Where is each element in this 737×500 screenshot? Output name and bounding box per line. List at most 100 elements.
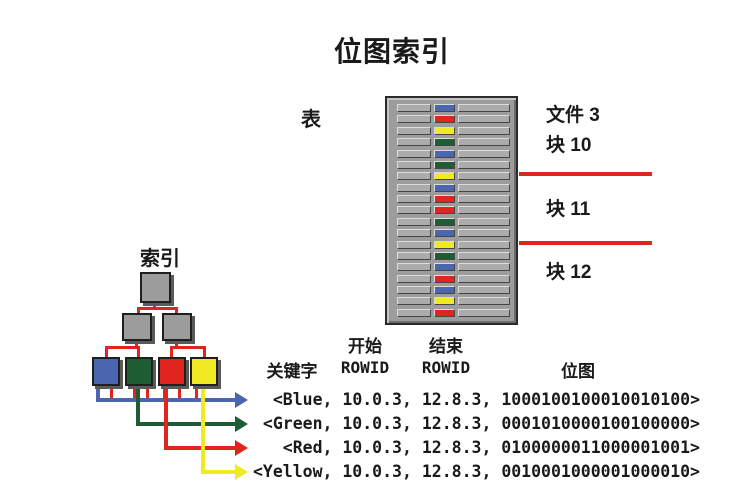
block-12-label: 块 12 (546, 262, 592, 283)
row-gray-cell (458, 126, 510, 135)
row-gray-cell (397, 115, 431, 124)
arrow-green (136, 422, 235, 426)
arrow-yellow (201, 386, 205, 474)
table-row (397, 297, 510, 306)
table-row (397, 160, 510, 169)
arrow-yellow (201, 470, 235, 474)
row-gray-cell (397, 263, 431, 272)
row-color-cell-green (433, 251, 456, 260)
row-gray-cell (458, 115, 510, 124)
start-header-rowid: ROWID (340, 358, 390, 377)
row-color-cell-blue (433, 149, 456, 158)
arrow-blue (96, 386, 100, 402)
block-11-label: 块 11 (546, 199, 591, 220)
table-row (397, 104, 510, 112)
table-row (397, 229, 510, 238)
index-entry-yellow: <Yellow, 10.0.3, 12.8.3, 001000100000100… (252, 462, 700, 481)
row-color-cell-blue (433, 104, 456, 112)
row-gray-cell (397, 240, 431, 249)
arrowhead-blue-icon (235, 392, 248, 408)
row-gray-cell (397, 160, 431, 169)
row-gray-cell (458, 251, 510, 260)
index-entry-blue: <Blue, 10.0.3, 12.8.3, 10001001000100101… (272, 390, 700, 409)
arrow-red (164, 446, 235, 450)
block-10-label: 块 10 (546, 135, 592, 156)
tree-leaf-red (158, 357, 186, 386)
row-color-cell-blue (433, 229, 456, 238)
tree-connector (137, 307, 178, 315)
end-header-rowid: ROWID (421, 358, 471, 377)
start-rowid-header: 开始 ROWID (330, 336, 400, 378)
row-color-cell-blue (433, 183, 456, 192)
table-row (397, 126, 510, 135)
tree-connector (175, 341, 178, 348)
row-color-cell-green (433, 160, 456, 169)
tree-branch-node-left (122, 313, 152, 341)
row-gray-cell (458, 229, 510, 238)
tree-connector (105, 346, 140, 358)
row-color-cell-red (433, 274, 456, 283)
block-divider-line-2 (519, 241, 652, 245)
row-gray-cell (397, 286, 431, 294)
row-gray-cell (397, 308, 431, 317)
tree-connector (170, 346, 206, 358)
arrow-red (164, 386, 168, 450)
row-gray-cell (397, 206, 431, 215)
tree-leaf-yellow (190, 357, 218, 386)
row-gray-cell (397, 217, 431, 226)
row-color-cell-yellow (433, 126, 456, 135)
row-color-cell-yellow (433, 240, 456, 249)
row-gray-cell (458, 183, 510, 192)
table-row (397, 251, 510, 260)
table-row (397, 217, 510, 226)
arrow-green (136, 386, 140, 426)
row-gray-cell (397, 126, 431, 135)
row-color-cell-red (433, 195, 456, 203)
table-row (397, 115, 510, 124)
row-gray-cell (458, 240, 510, 249)
row-gray-cell (458, 104, 510, 112)
end-header-cjk: 结束 (429, 337, 463, 356)
row-color-cell-red (433, 206, 456, 215)
arrowhead-green-icon (235, 416, 248, 432)
tree-leaf-green (125, 357, 153, 386)
table-row (397, 206, 510, 215)
row-gray-cell (458, 172, 510, 181)
row-color-cell-red (433, 308, 456, 317)
row-gray-cell (458, 297, 510, 306)
bitmap-header: 位图 (561, 362, 595, 381)
row-gray-cell (458, 274, 510, 283)
row-gray-cell (458, 160, 510, 169)
tree-root-node (140, 272, 171, 303)
row-gray-cell (397, 274, 431, 283)
table-row (397, 286, 510, 294)
end-rowid-header: 结束 ROWID (411, 336, 481, 378)
index-entry-green: <Green, 10.0.3, 12.8.3, 0001010000100100… (262, 414, 700, 433)
table-label: 表 (301, 109, 321, 131)
row-color-cell-blue (433, 263, 456, 272)
table-row (397, 149, 510, 158)
index-entry-red: <Red, 10.0.3, 12.8.3, 010000001100000100… (282, 438, 700, 457)
table-row (397, 195, 510, 203)
tree-connector (153, 303, 156, 310)
tree-leaf-blue (92, 357, 120, 386)
tree-branch-node-right (162, 313, 192, 341)
row-gray-cell (397, 172, 431, 181)
table-graphic (385, 96, 518, 325)
row-color-cell-yellow (433, 172, 456, 181)
entries-list: <Blue, 10.0.3, 12.8.3, 10001001000100101… (253, 388, 700, 484)
row-gray-cell (397, 297, 431, 306)
row-gray-cell (397, 183, 431, 192)
row-color-cell-blue (433, 286, 456, 294)
row-gray-cell (397, 138, 431, 147)
table-rows (397, 104, 510, 317)
row-gray-cell (458, 149, 510, 158)
keyword-header: 关键字 (266, 362, 318, 381)
row-gray-cell (458, 263, 510, 272)
row-gray-cell (458, 195, 510, 203)
row-color-cell-yellow (433, 297, 456, 306)
row-gray-cell (458, 206, 510, 215)
file-label: 文件 3 (546, 105, 600, 126)
table-row (397, 138, 510, 147)
